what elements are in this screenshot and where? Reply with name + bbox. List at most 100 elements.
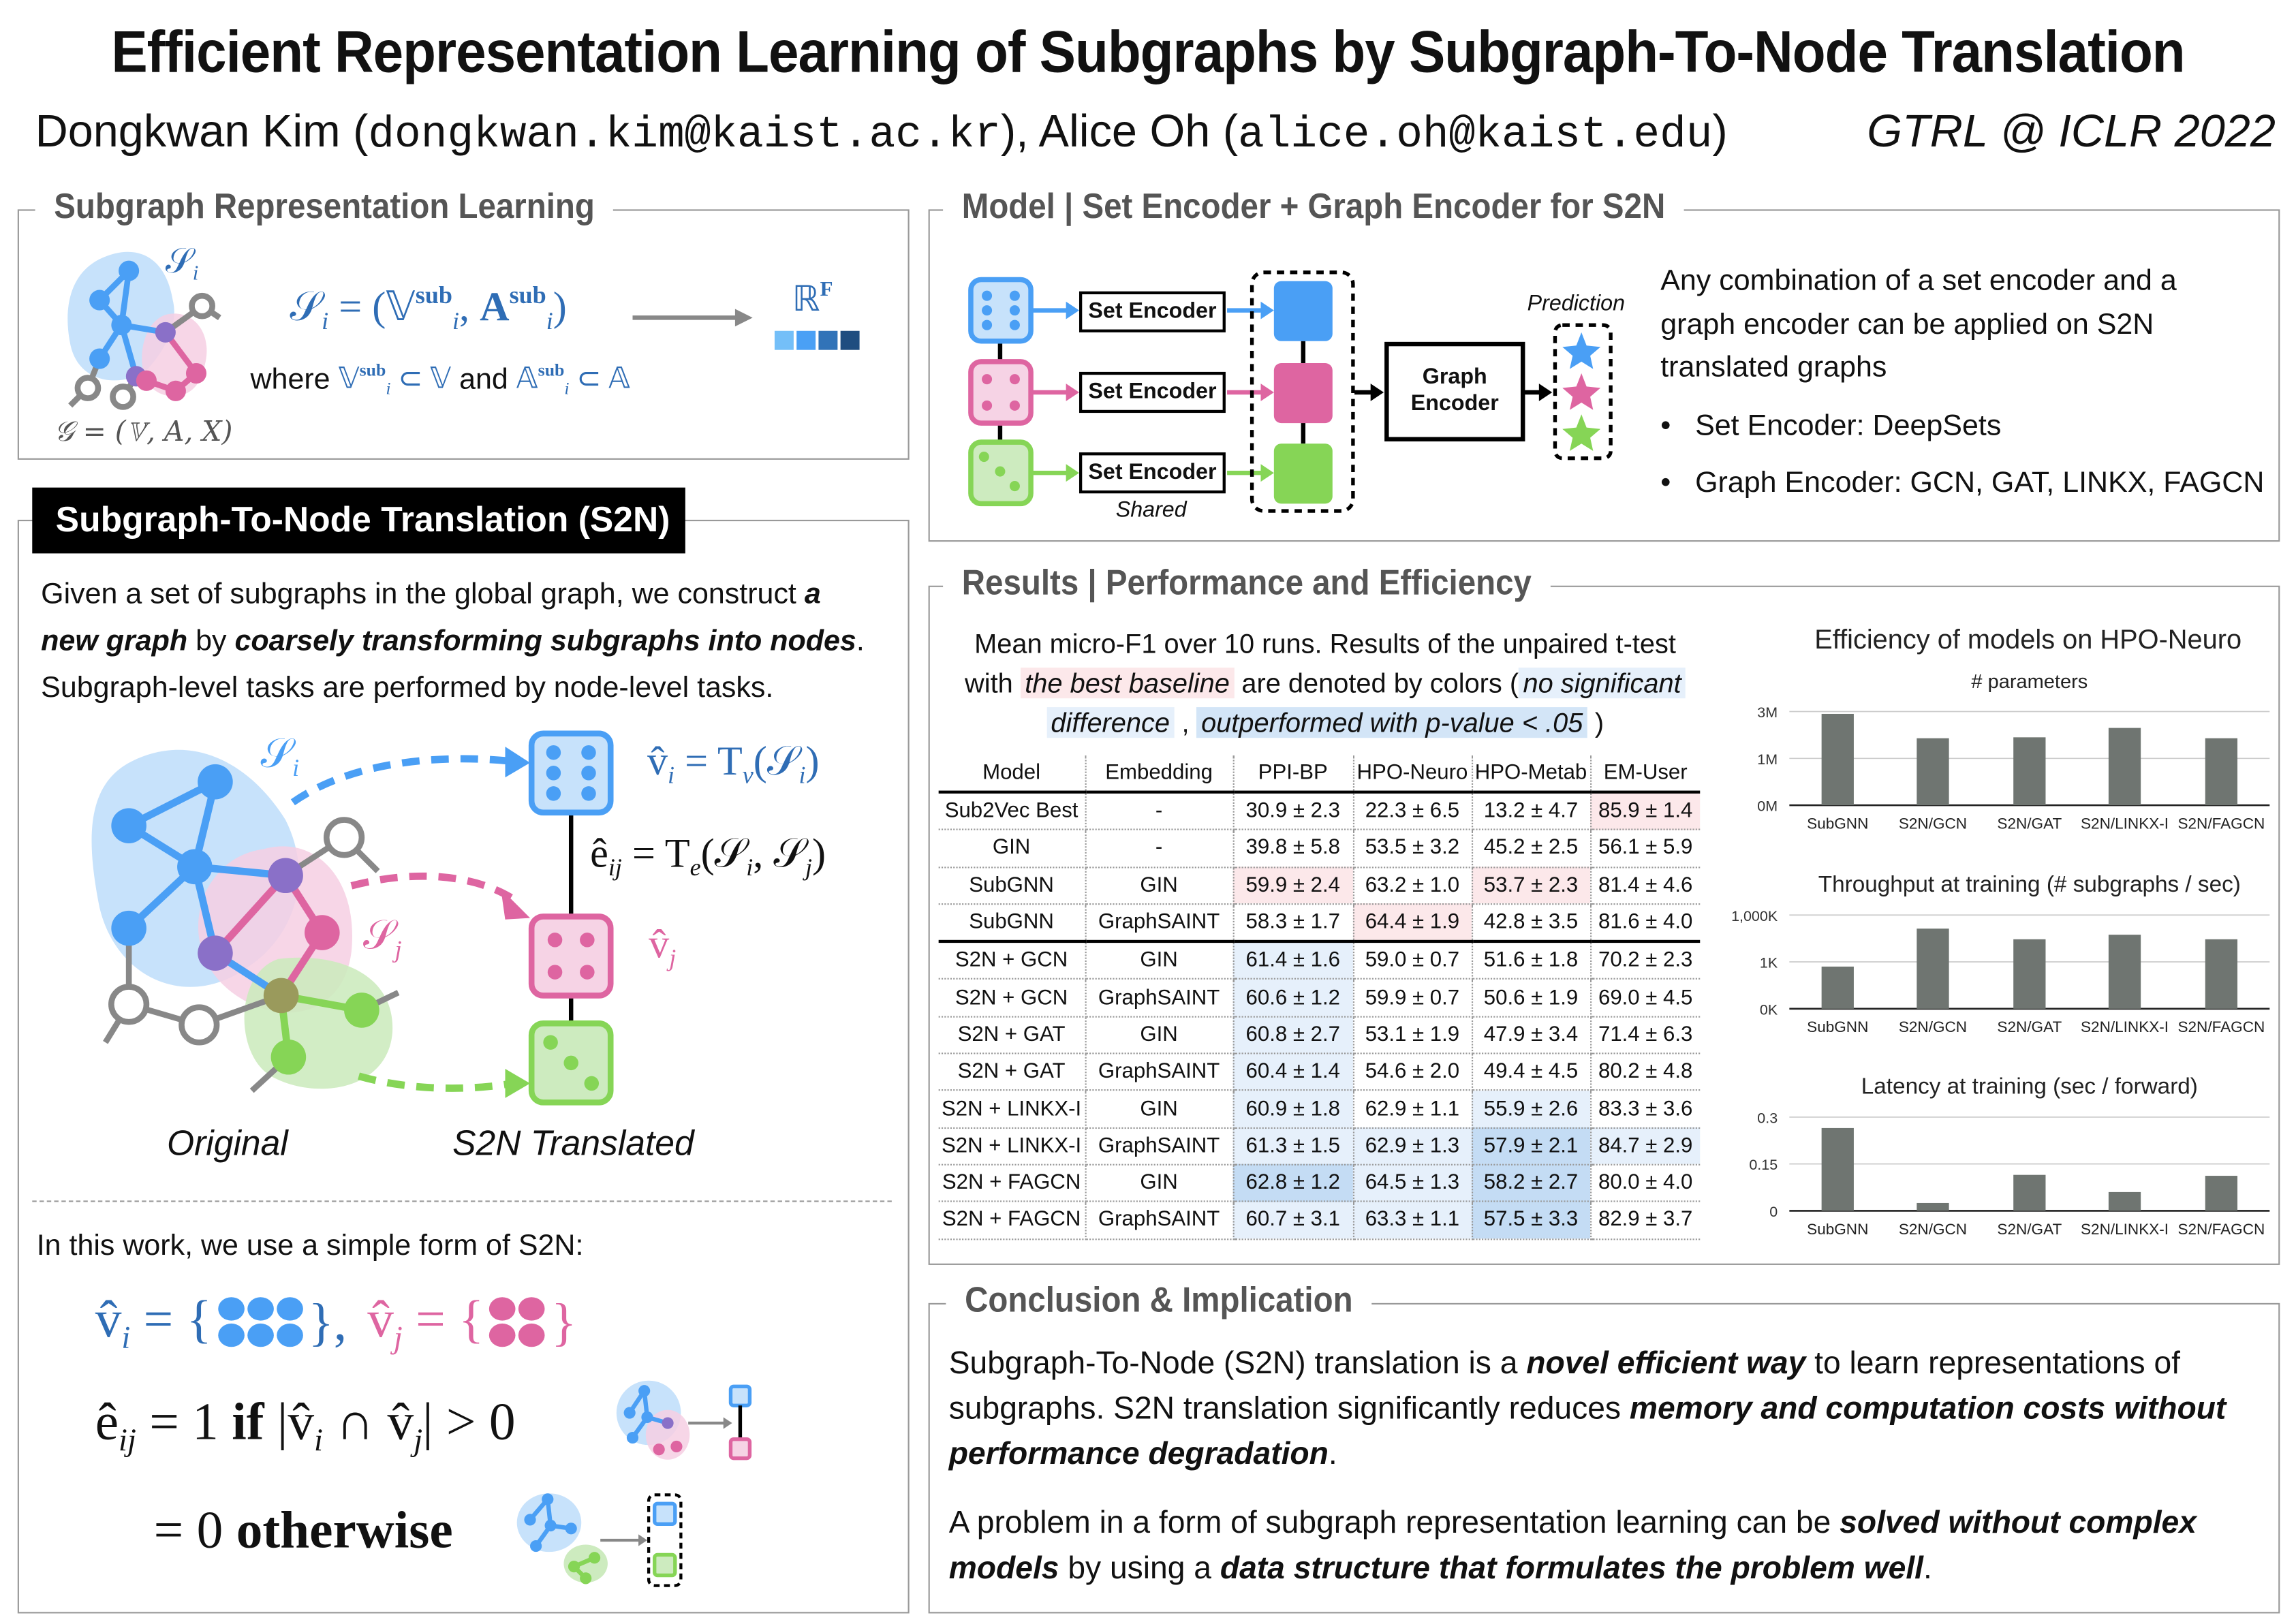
results-panel xyxy=(928,585,2280,1265)
table-cell: 58.2 ± 2.7 xyxy=(1471,1164,1592,1203)
intro-bold: new graph xyxy=(41,625,188,658)
star-icon xyxy=(1562,332,1601,369)
table-cell: S2N + LINKX-I xyxy=(938,1127,1086,1166)
math-token: , 𝒮 xyxy=(753,831,806,877)
table-cell: 69.0 ± 4.5 xyxy=(1590,979,1701,1018)
conclusion-text: Subgraph-To-Node (S2N) translation is a … xyxy=(949,1341,2227,1592)
subgraph-formula: 𝒮i = (𝕍subi, Asubi) xyxy=(290,281,567,337)
efficiency-title: Efficiency of models on HPO-Neuro xyxy=(1814,623,2242,655)
math-token: ) xyxy=(553,285,567,331)
conclusion-text: . xyxy=(1923,1550,1932,1586)
caption-text: are denoted by colors ( xyxy=(1241,668,1519,699)
eq-edge-one: êij = 1 if |v̂i ∩ v̂j| > 0 xyxy=(95,1391,516,1459)
math-token: j xyxy=(394,935,402,963)
math-token: i xyxy=(292,753,300,782)
math-token: i xyxy=(564,378,570,399)
table-cell: GIN xyxy=(1085,866,1234,905)
math-token: 𝒮 xyxy=(165,243,193,281)
bar xyxy=(1917,738,1949,806)
x-tick-label: S2N/FAGCN xyxy=(2177,1221,2265,1238)
bar xyxy=(2205,738,2238,806)
bar xyxy=(1821,1127,1854,1211)
math-token: F xyxy=(820,278,833,302)
star-icon xyxy=(1562,373,1601,410)
math-token: , xyxy=(459,285,480,331)
math-token: v̂ xyxy=(95,1290,122,1349)
s2n-intro: Given a set of subgraphs in the global g… xyxy=(41,571,865,711)
math-token: i xyxy=(668,761,675,790)
simple-form-text: In this work, we use a simple form of S2… xyxy=(36,1230,584,1262)
eq-vi-vj: v̂i = { }, v̂j = { } xyxy=(95,1288,577,1356)
emphasis-text: models xyxy=(948,1550,1059,1586)
math-token: A xyxy=(480,285,510,331)
table-cell: 59.0 ± 0.7 xyxy=(1352,941,1473,980)
bar xyxy=(2013,1174,2046,1211)
no-significant-legend: difference xyxy=(1046,707,1175,738)
rf-label: ℝF xyxy=(792,278,833,320)
table-cell: 42.8 ± 3.5 xyxy=(1471,903,1592,943)
bar xyxy=(2205,1176,2238,1211)
math-token: (𝒮 xyxy=(753,739,799,785)
math-token: 𝕍 xyxy=(386,285,416,331)
bullet-text: Set Encoder: DeepSets xyxy=(1695,409,2002,441)
poster-title: Efficient Representation Learning of Sub… xyxy=(111,20,2185,85)
math-token: i xyxy=(746,853,754,881)
math-token: i xyxy=(322,307,329,335)
table-cell: 45.2 ± 2.5 xyxy=(1471,830,1592,868)
conclusion-text: by using a xyxy=(1059,1550,1220,1586)
table-cell: GraphSAINT xyxy=(1085,903,1234,943)
math-token: 𝒮 xyxy=(363,914,395,959)
math-token: = { xyxy=(402,1290,484,1349)
emphasis-text: performance degradation xyxy=(948,1436,1329,1471)
si-label: 𝒮i xyxy=(166,243,199,287)
outperformed-legend: outperformed with p-value < .05 xyxy=(1196,707,1587,738)
x-tick-label: S2N/GCN xyxy=(1899,815,1967,832)
intro-bold: coarsely transforming subgraphs into nod… xyxy=(234,625,856,658)
email-1[interactable]: dongkwan.kim@kaist.ac.kr xyxy=(368,111,1001,161)
math-token: j xyxy=(669,943,677,972)
y-tick-label: 1M xyxy=(1757,751,1778,768)
math-token: v̂ xyxy=(649,922,670,968)
bar xyxy=(1917,928,1949,1009)
authors-prefix: Dongkwan Kim ( xyxy=(35,105,369,157)
table-cell: GraphSAINT xyxy=(1085,1127,1234,1166)
math-token: = T xyxy=(621,831,690,877)
table-cell: GIN xyxy=(1085,1016,1234,1055)
conclusion-title: Conclusion & Implication xyxy=(946,1281,1372,1322)
set-encoder-box: Set Encoder xyxy=(1079,291,1226,332)
table-cell: 53.7 ± 2.3 xyxy=(1471,866,1592,905)
math-token: = { xyxy=(130,1290,212,1349)
x-tick-label: S2N/GAT xyxy=(1997,1018,2062,1035)
math-token: = 0 xyxy=(153,1500,236,1559)
intro-text: Given a set of subgraphs in the global g… xyxy=(41,578,805,611)
table-cell: 83.3 ± 3.6 xyxy=(1590,1090,1701,1129)
column-header: HPO-Metab xyxy=(1471,755,1592,794)
desc-line: graph encoder can be applied on S2N xyxy=(1660,308,2154,341)
table-cell: 51.6 ± 1.8 xyxy=(1471,941,1592,980)
table-cell: 39.8 ± 5.8 xyxy=(1232,830,1354,868)
model-diagram xyxy=(968,270,1613,513)
bullet-item: • Graph Encoder: GCN, GAT, LINKX, FAGCN xyxy=(1660,467,2265,499)
s2n-figure xyxy=(91,730,614,1106)
math-token: j xyxy=(393,1320,403,1356)
table-cell: 30.9 ± 2.3 xyxy=(1232,792,1354,831)
conclusion-text: Subgraph-To-Node (S2N) translation is a xyxy=(948,1345,1527,1381)
x-tick-label: S2N/LINKX-I xyxy=(2081,815,2169,832)
conclusion-text: to learn representations of xyxy=(1805,1345,2181,1381)
table-cell: 58.3 ± 1.7 xyxy=(1232,903,1354,943)
set-encoder-box: Set Encoder xyxy=(1079,452,1226,494)
srl-title: Subgraph Representation Learning xyxy=(35,187,614,229)
table-cell: 81.6 ± 4.0 xyxy=(1590,903,1701,943)
intro-text: Subgraph-level tasks are performed by no… xyxy=(41,672,774,704)
table-cell: GraphSAINT xyxy=(1085,1202,1234,1240)
original-label: Original xyxy=(167,1124,288,1164)
email-2[interactable]: alice.oh@kaist.edu xyxy=(1238,111,1713,161)
divider xyxy=(32,1200,892,1202)
table-cell: 61.4 ± 1.6 xyxy=(1232,941,1354,980)
math-token: v xyxy=(742,761,754,790)
table-cell: 54.6 ± 2.0 xyxy=(1352,1053,1473,1091)
bar xyxy=(1821,713,1854,806)
